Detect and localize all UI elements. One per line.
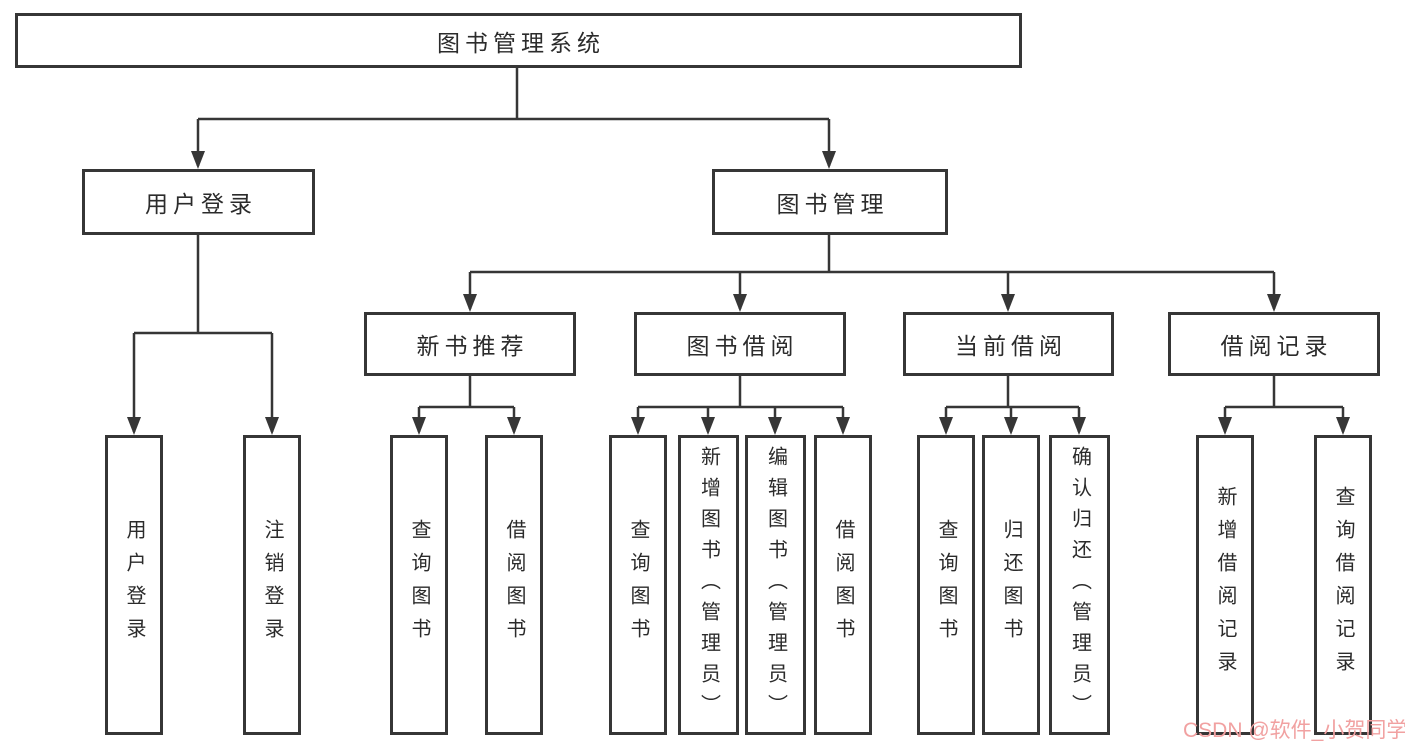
leaf-edit-book-admin-label: 编辑图书（管理员） (764, 445, 787, 725)
leaf-add-borrow-record: 新增借阅记录 (1196, 435, 1254, 735)
leaf-add-borrow-record-label: 新增借阅记录 (1214, 486, 1236, 684)
node-book-borrow: 图书借阅 (634, 312, 846, 376)
arrowheads (127, 151, 1350, 435)
leaf-query-book-2-label: 查询图书 (627, 519, 649, 651)
leaf-confirm-return-admin-label: 确认归还（管理员） (1068, 445, 1091, 725)
leaf-query-book-3: 查询图书 (917, 435, 975, 735)
leaf-query-book-2: 查询图书 (609, 435, 667, 735)
leaf-return-book-label: 归还图书 (1000, 519, 1022, 651)
leaf-borrow-book-1: 借阅图书 (485, 435, 543, 735)
node-root: 图书管理系统 (15, 13, 1022, 68)
leaf-user-login-label: 用户登录 (123, 519, 145, 651)
leaf-user-login: 用户登录 (105, 435, 163, 735)
leaf-add-book-admin-label: 新增图书（管理员） (697, 445, 720, 725)
leaf-borrow-book-2: 借阅图书 (814, 435, 872, 735)
csdn-watermark: CSDN @软件_小贺同学 (1183, 719, 1405, 742)
node-borrow-record: 借阅记录 (1168, 312, 1380, 376)
leaf-confirm-return-admin: 确认归还（管理员） (1049, 435, 1110, 735)
leaf-logout-label: 注销登录 (261, 519, 283, 651)
leaf-logout: 注销登录 (243, 435, 301, 735)
node-new-book-recommend: 新书推荐 (364, 312, 576, 376)
leaf-borrow-book-1-label: 借阅图书 (503, 519, 525, 651)
leaf-edit-book-admin: 编辑图书（管理员） (745, 435, 806, 735)
leaf-query-book-3-label: 查询图书 (935, 519, 957, 651)
leaf-query-book-1: 查询图书 (390, 435, 448, 735)
leaf-query-borrow-record: 查询借阅记录 (1314, 435, 1372, 735)
node-current-borrow: 当前借阅 (903, 312, 1114, 376)
leaf-query-book-1-label: 查询图书 (408, 519, 430, 651)
leaf-borrow-book-2-label: 借阅图书 (832, 519, 854, 651)
node-book-management: 图书管理 (712, 169, 948, 235)
leaf-return-book: 归还图书 (982, 435, 1040, 735)
node-user-login: 用户登录 (82, 169, 315, 235)
leaf-add-book-admin: 新增图书（管理员） (678, 435, 739, 735)
leaf-query-borrow-record-label: 查询借阅记录 (1332, 486, 1354, 684)
